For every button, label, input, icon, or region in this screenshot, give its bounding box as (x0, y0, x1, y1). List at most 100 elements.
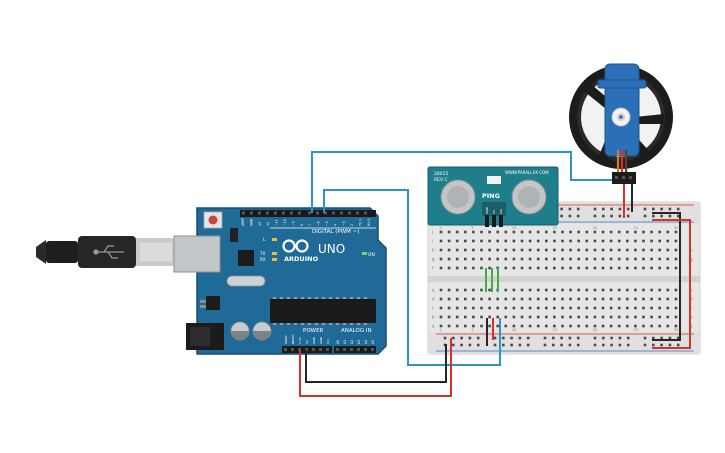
breadboard-hole[interactable] (642, 239, 645, 243)
breadboard-hole[interactable] (652, 336, 655, 340)
breadboard-hole[interactable] (593, 230, 597, 234)
breadboard-hole[interactable] (658, 306, 661, 310)
breadboard-hole[interactable] (472, 248, 475, 252)
breadboard-hole[interactable] (585, 315, 589, 319)
breadboard-hole[interactable] (536, 239, 540, 243)
breadboard-hole[interactable] (502, 336, 505, 340)
breadboard-hole[interactable] (642, 315, 645, 319)
breadboard-hole[interactable] (536, 315, 540, 319)
breadboard-hole[interactable] (593, 214, 597, 218)
breadboard-hole[interactable] (601, 248, 605, 252)
breadboard-hole[interactable] (666, 324, 670, 328)
breadboard-hole[interactable] (472, 315, 475, 319)
breadboard-hole[interactable] (666, 248, 670, 252)
breadboard-hole[interactable] (560, 343, 563, 347)
breadboard-hole[interactable] (668, 343, 672, 347)
breadboard-hole[interactable] (626, 297, 629, 301)
breadboard-hole[interactable] (528, 239, 532, 243)
breadboard-hole[interactable] (526, 343, 530, 347)
breadboard-hole[interactable] (545, 239, 548, 243)
breadboard-hole[interactable] (634, 239, 637, 243)
breadboard-hole[interactable] (480, 297, 483, 301)
breadboard-hole[interactable] (577, 297, 580, 301)
breadboard-hole[interactable] (439, 248, 443, 252)
breadboard-hole[interactable] (528, 230, 532, 234)
breadboard-hole[interactable] (609, 315, 613, 319)
breadboard-hole[interactable] (447, 306, 451, 310)
breadboard-hole[interactable] (447, 324, 451, 328)
breadboard-hole[interactable] (504, 297, 508, 301)
breadboard-hole[interactable] (660, 207, 663, 211)
breadboard-hole[interactable] (561, 266, 564, 270)
breadboard-hole[interactable] (666, 315, 670, 319)
breadboard-hole[interactable] (610, 207, 613, 211)
breadboard-hole[interactable] (488, 306, 491, 310)
breadboard-hole[interactable] (674, 266, 678, 270)
breadboard-hole[interactable] (520, 306, 524, 310)
breadboard-hole[interactable] (601, 306, 605, 310)
breadboard-hole[interactable] (617, 248, 621, 252)
breadboard-hole[interactable] (626, 257, 629, 261)
breadboard-hole[interactable] (512, 324, 516, 328)
breadboard-hole[interactable] (460, 343, 463, 347)
breadboard-hole[interactable] (439, 239, 443, 243)
breadboard-hole[interactable] (666, 288, 670, 292)
breadboard-hole[interactable] (480, 315, 483, 319)
breadboard-hole[interactable] (476, 343, 480, 347)
breadboard-hole[interactable] (576, 336, 580, 340)
breadboard-hole[interactable] (447, 230, 451, 234)
breadboard-hole[interactable] (553, 315, 556, 319)
breadboard-hole[interactable] (634, 324, 637, 328)
breadboard-hole[interactable] (520, 297, 524, 301)
breadboard-hole[interactable] (602, 343, 605, 347)
wire-blue-servo-signal[interactable] (311, 151, 614, 213)
breadboard-hole[interactable] (593, 324, 597, 328)
breadboard-hole[interactable] (601, 257, 605, 261)
breadboard-hole[interactable] (569, 306, 572, 310)
breadboard-hole[interactable] (674, 324, 678, 328)
breadboard-hole[interactable] (658, 324, 661, 328)
breadboard-hole[interactable] (472, 306, 475, 310)
breadboard-hole[interactable] (652, 343, 655, 347)
breadboard-hole[interactable] (447, 315, 451, 319)
breadboard-hole[interactable] (464, 297, 467, 301)
breadboard-hole[interactable] (561, 288, 564, 292)
breadboard-hole[interactable] (634, 257, 637, 261)
breadboard-hole[interactable] (504, 324, 508, 328)
breadboard-hole[interactable] (626, 207, 630, 211)
breadboard-hole[interactable] (512, 306, 516, 310)
breadboard-hole[interactable] (536, 306, 540, 310)
breadboard-hole[interactable] (593, 288, 597, 292)
breadboard-hole[interactable] (609, 248, 613, 252)
breadboard-hole[interactable] (569, 297, 572, 301)
breadboard-hole[interactable] (504, 239, 508, 243)
breadboard-hole[interactable] (668, 214, 672, 218)
breadboard-hole[interactable] (504, 315, 508, 319)
breadboard-hole[interactable] (520, 230, 524, 234)
breadboard-hole[interactable] (602, 336, 605, 340)
breadboard-hole[interactable] (643, 207, 647, 211)
breadboard-hole[interactable] (561, 297, 564, 301)
breadboard-hole[interactable] (609, 230, 613, 234)
breadboard-hole[interactable] (455, 297, 459, 301)
breadboard-hole[interactable] (439, 288, 443, 292)
breadboard-hole[interactable] (593, 297, 597, 301)
breadboard-hole[interactable] (585, 266, 589, 270)
breadboard-hole[interactable] (455, 324, 459, 328)
breadboard-hole[interactable] (643, 214, 647, 218)
breadboard-hole[interactable] (601, 288, 605, 292)
breadboard-hole[interactable] (488, 324, 491, 328)
breadboard-hole[interactable] (569, 239, 572, 243)
breadboard-hole[interactable] (601, 266, 605, 270)
breadboard-hole[interactable] (617, 288, 621, 292)
breadboard-hole[interactable] (561, 306, 564, 310)
breadboard-hole[interactable] (512, 248, 516, 252)
breadboard-hole[interactable] (634, 248, 637, 252)
breadboard-hole[interactable] (577, 324, 580, 328)
breadboard-hole[interactable] (512, 288, 516, 292)
breadboard-hole[interactable] (520, 315, 524, 319)
breadboard-hole[interactable] (642, 248, 645, 252)
breadboard-hole[interactable] (660, 214, 663, 218)
breadboard-hole[interactable] (452, 343, 455, 347)
breadboard-hole[interactable] (439, 324, 443, 328)
